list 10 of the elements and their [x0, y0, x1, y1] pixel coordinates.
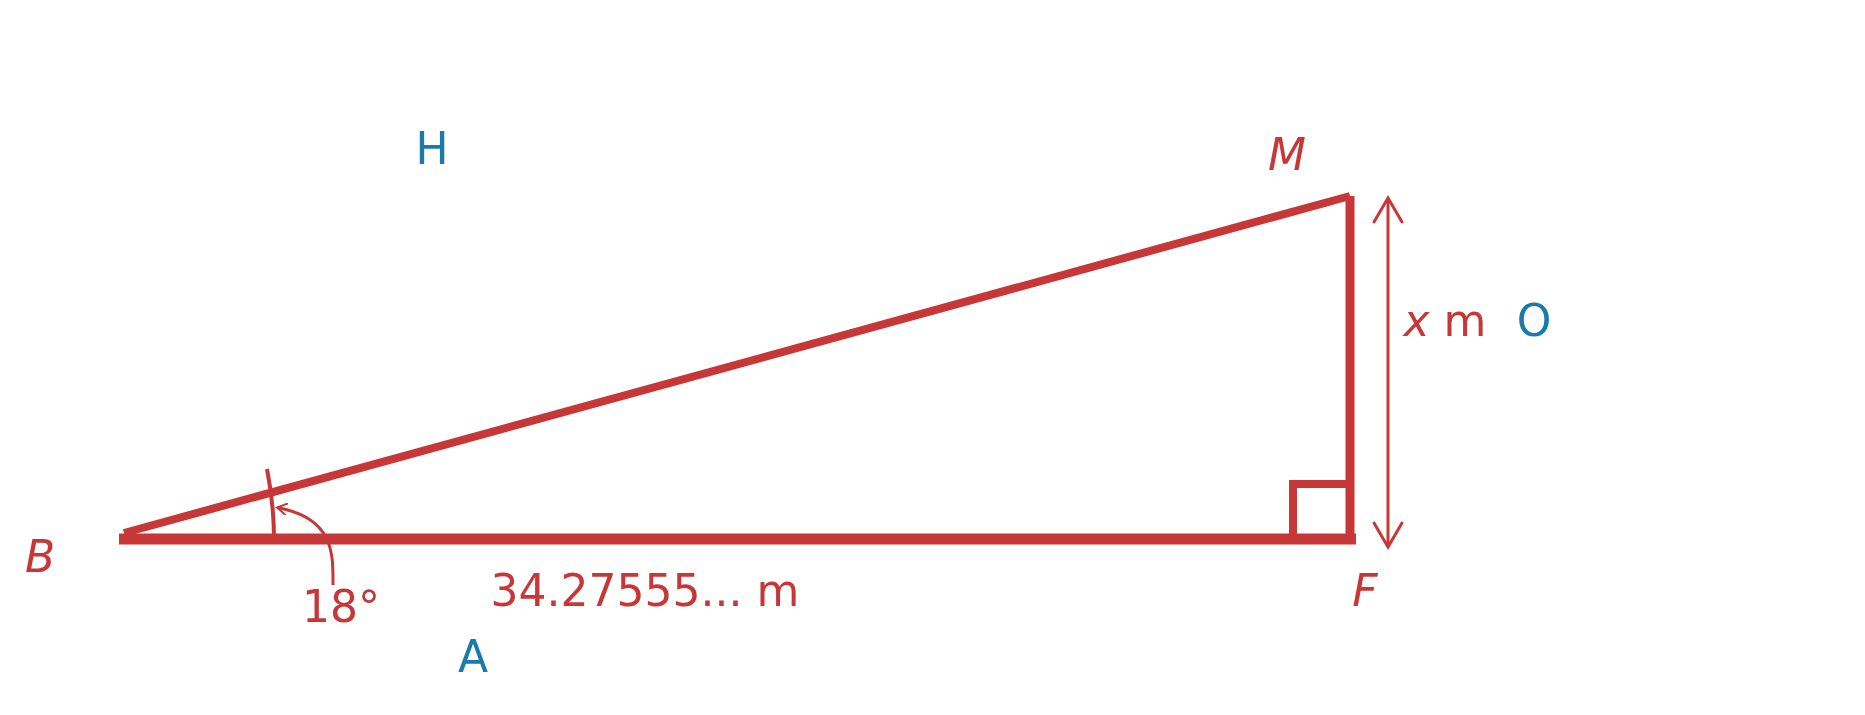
side-label: O — [1516, 299, 1552, 343]
vertex-label: F — [1352, 569, 1378, 613]
side-label: H — [415, 127, 449, 171]
side-label: A — [457, 635, 489, 679]
length-label: x m — [1403, 299, 1487, 343]
length-label: 34.27555... m — [490, 569, 800, 613]
angle-label: 18° — [302, 585, 380, 629]
leader-line — [276, 502, 335, 585]
vertex-label: M — [1268, 133, 1306, 177]
vertex-label: B — [24, 535, 56, 579]
